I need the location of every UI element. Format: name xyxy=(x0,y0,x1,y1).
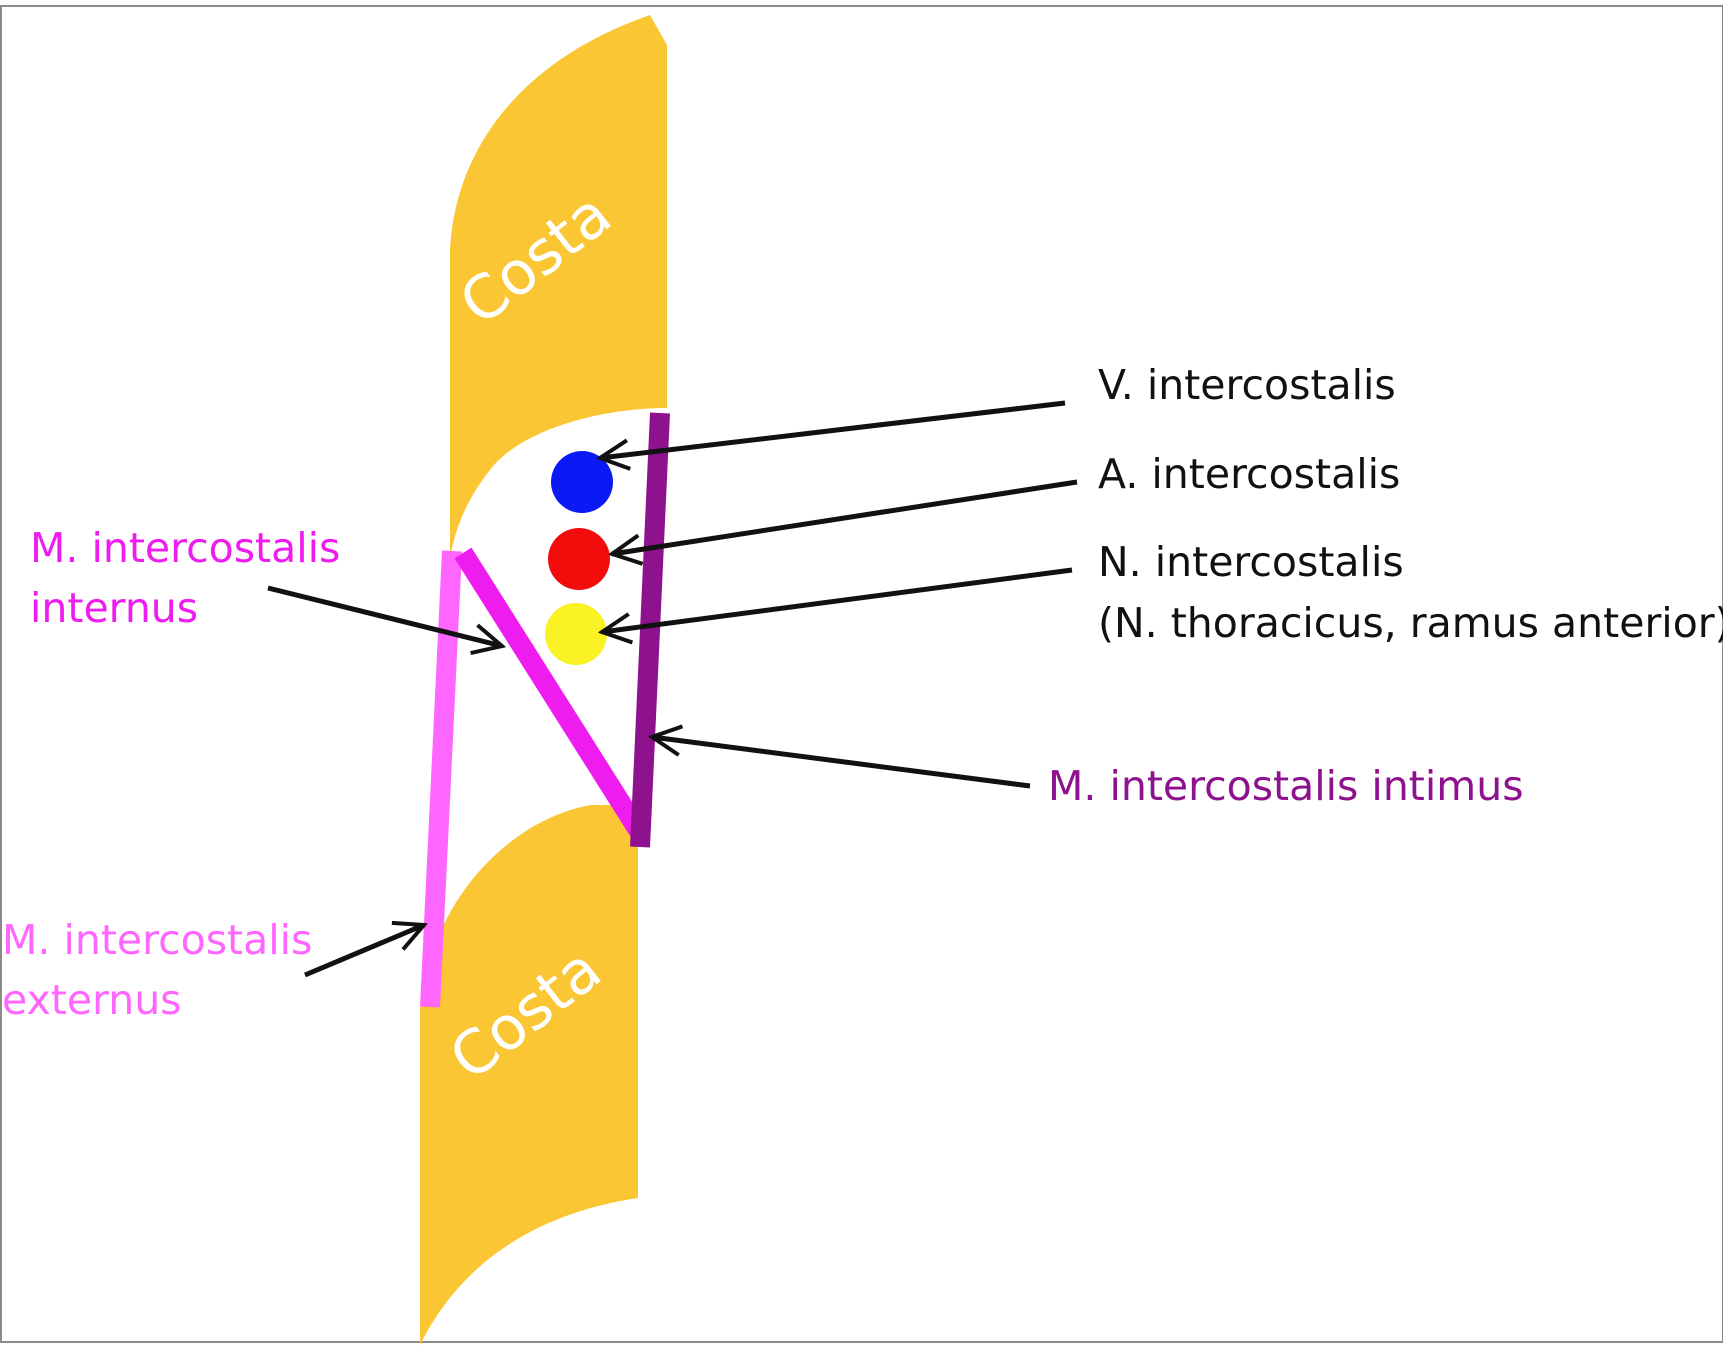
artery-label: A. intercostalis xyxy=(1098,450,1400,498)
intimus-label: M. intercostalis intimus xyxy=(1048,762,1524,810)
internus-muscle xyxy=(463,553,640,833)
arrow-intimus xyxy=(652,737,1030,786)
arrow-nerve xyxy=(602,570,1072,632)
externus-label-line2: externus xyxy=(2,976,182,1024)
nerve-label: N. intercostalis xyxy=(1098,538,1404,586)
frame-border xyxy=(1,6,1723,1342)
arrow-artery xyxy=(612,482,1077,554)
nerve-dot xyxy=(545,603,607,665)
nerve-sublabel: (N. thoracicus, ramus anterior) xyxy=(1098,599,1723,647)
externus-label-line1: M. intercostalis xyxy=(2,916,312,964)
arrow-vein xyxy=(600,403,1065,458)
lower-rib xyxy=(420,805,638,1345)
arrow-internus xyxy=(268,588,502,646)
artery-dot xyxy=(548,528,610,590)
internus-label-line2: internus xyxy=(30,584,198,632)
intimus-muscle xyxy=(640,413,660,847)
vein-dot xyxy=(551,451,613,513)
internus-label-line1: M. intercostalis xyxy=(30,524,340,572)
arrow-externus xyxy=(305,925,424,975)
vein-label: V. intercostalis xyxy=(1098,361,1396,409)
